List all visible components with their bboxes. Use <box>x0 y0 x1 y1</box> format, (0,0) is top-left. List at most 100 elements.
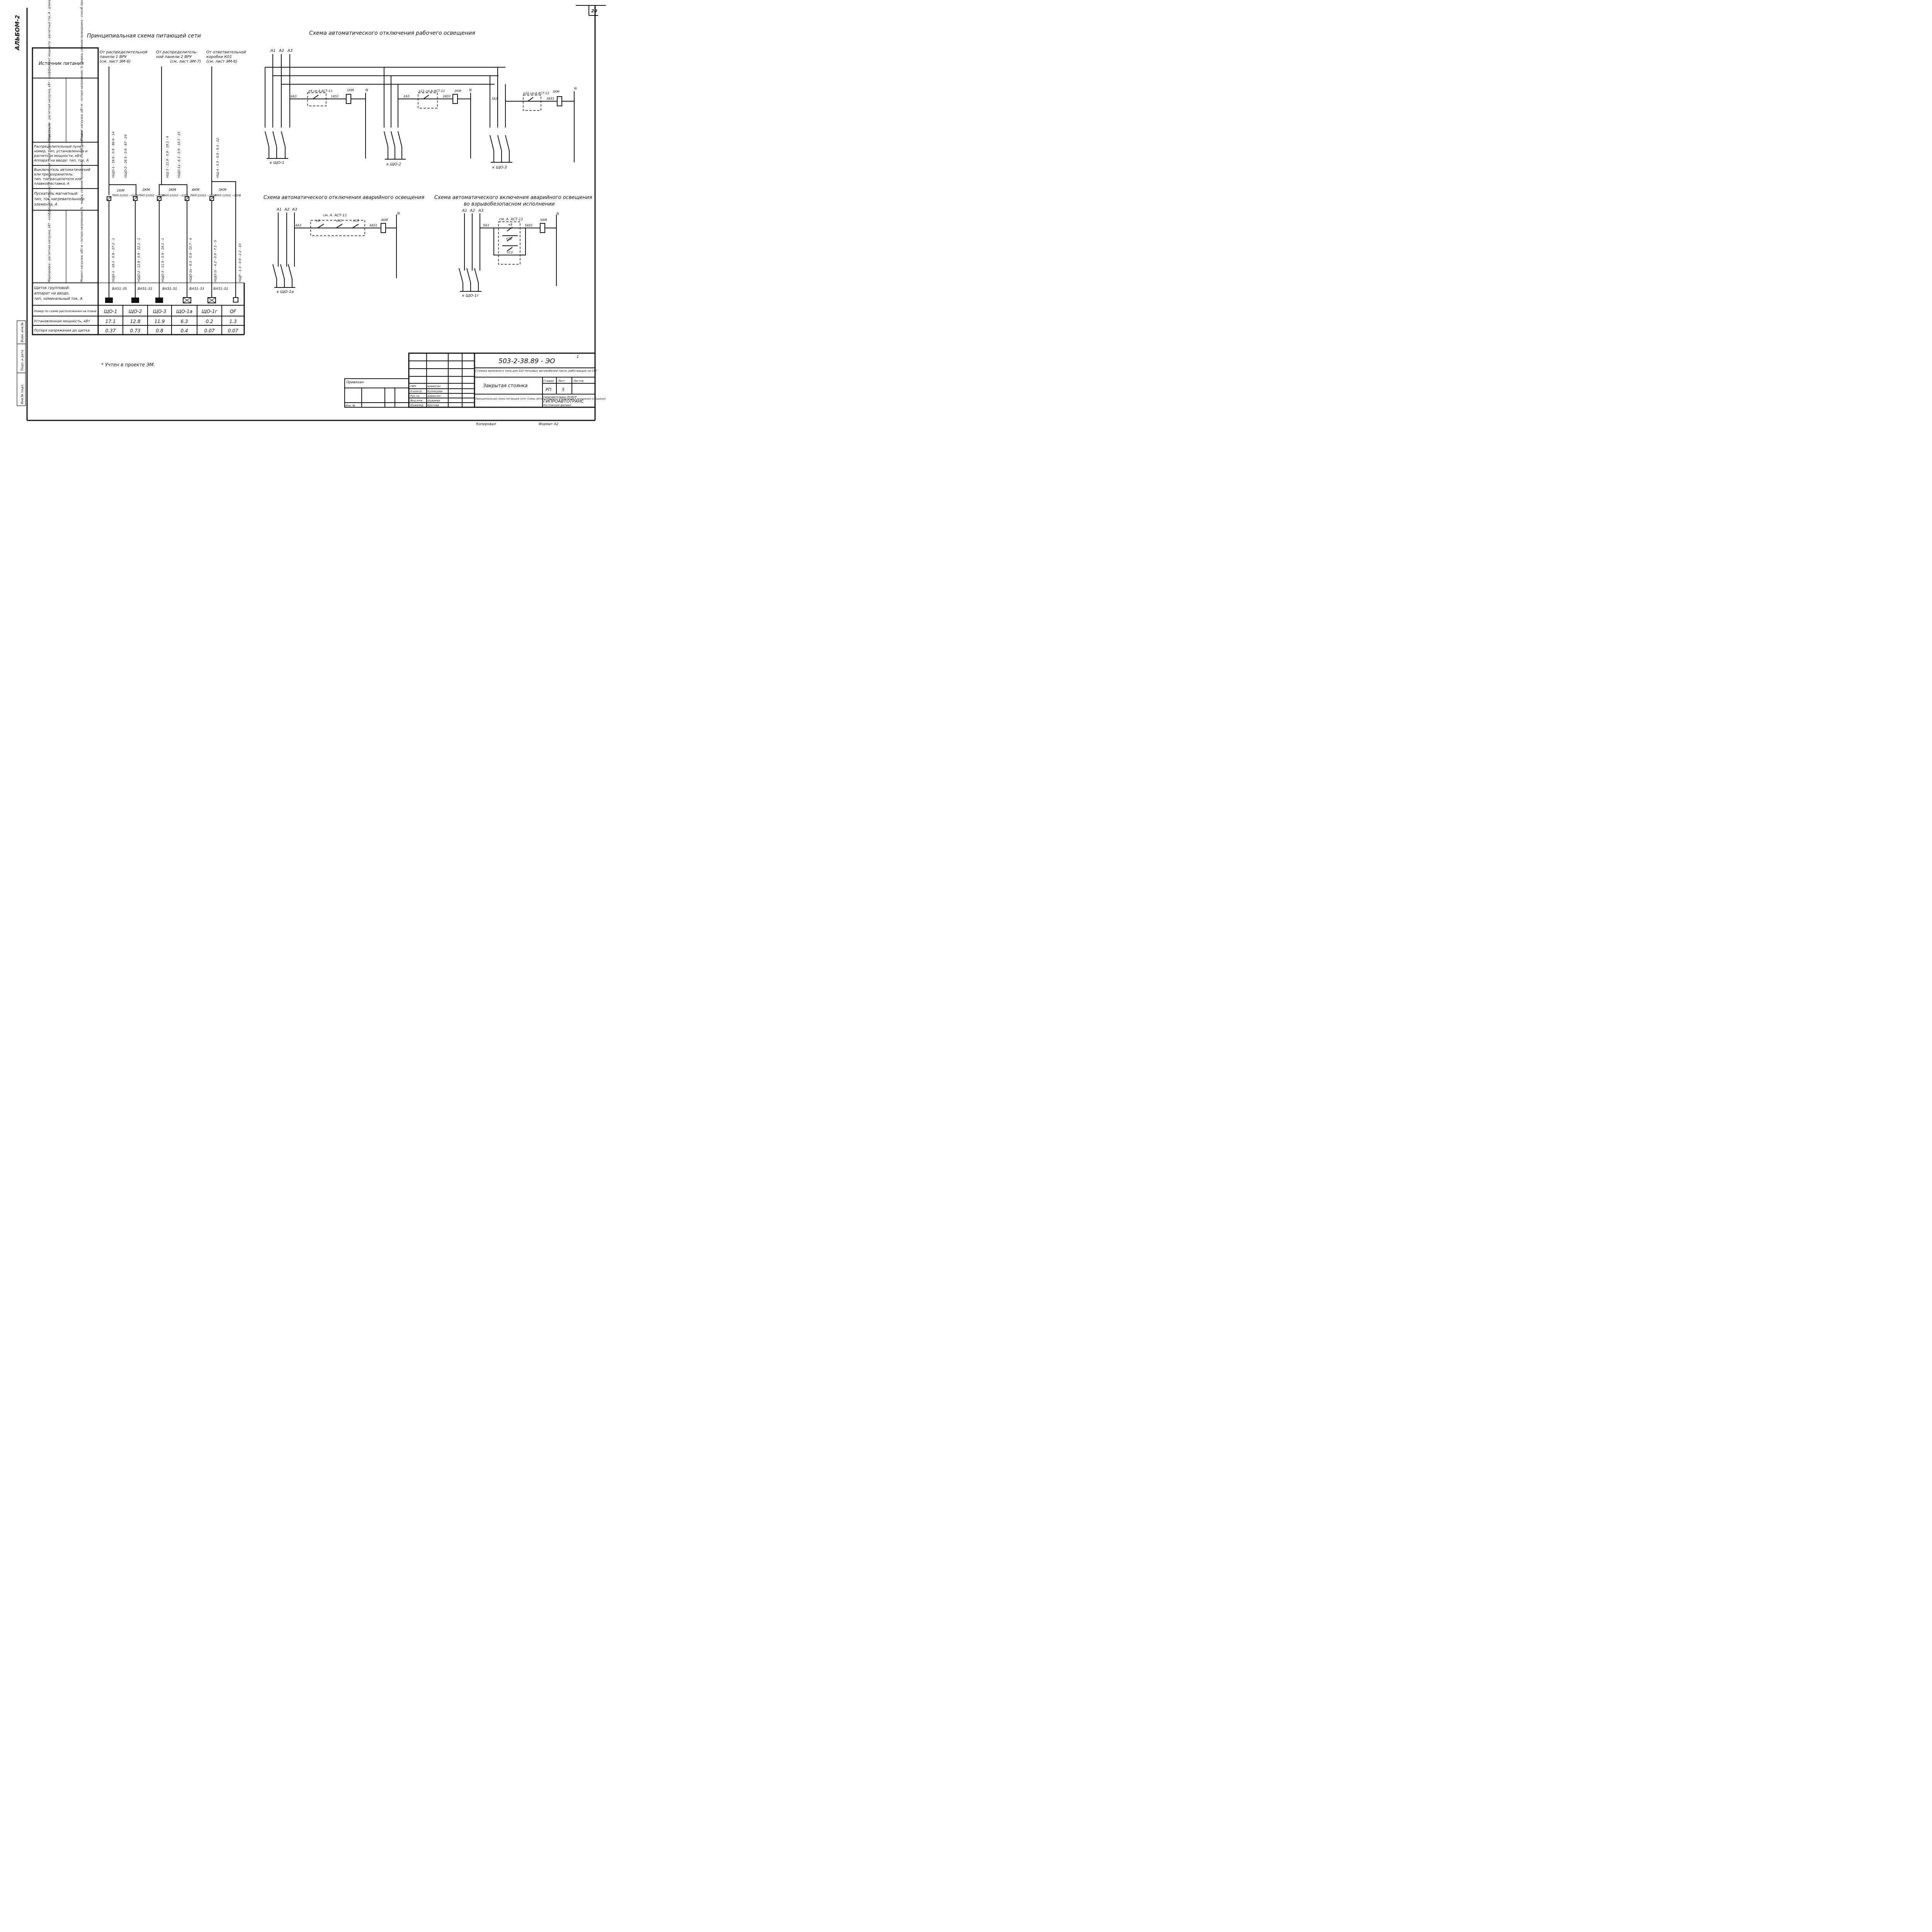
breaker-label: ВА51-31 <box>213 287 228 291</box>
stamp-sign: Подп. и дата <box>20 350 24 371</box>
contactor-label: 4КМ <box>192 188 199 192</box>
panel-cell: ЩО-1г <box>202 309 218 314</box>
relay-label: см. А. АСТ-11 <box>323 214 347 218</box>
loss-cell: 0.73 <box>130 328 141 333</box>
sheet-value: 5 <box>562 387 565 392</box>
row-moment-lower: Момент нагрузки, кВт·м - потеря напряжен… <box>80 130 83 282</box>
person: Шуваева <box>427 399 440 402</box>
breaker-label: 4А51 <box>369 224 378 227</box>
panel-symbol-filled <box>131 298 139 303</box>
coil-label: 3КМ <box>553 90 560 94</box>
power-cell: 0.2 <box>206 319 213 324</box>
drawing-code: 503-2-38.89 - ЭО <box>498 357 555 365</box>
contactor-type: ПМЛ-11002 ~220В <box>215 194 241 197</box>
power-cell: 17.1 <box>105 319 116 324</box>
panel-symbol-filled <box>105 298 113 303</box>
breaker-label: 3А51 <box>546 97 554 100</box>
lower-cable-label: НЩО-3 - 11.9 - 0.9 - 19.1 - 1 <box>161 238 165 282</box>
panel-cell: QF <box>230 309 236 314</box>
feed-label: 3А3 <box>492 97 498 100</box>
lower-cable-label: НЩО-1 - 18.1 - 0.9 - 27.2 - 1 <box>112 238 115 282</box>
phase-label: А3 <box>287 49 293 53</box>
relay-label: к10 см.А.АСТ-11 <box>523 92 549 95</box>
loss-cell: 0.07 <box>228 328 238 333</box>
copied-by: Копировал <box>476 422 496 426</box>
contactor-label: 2КМ <box>142 188 150 192</box>
panel-label: к ЩО-3 <box>492 165 507 170</box>
upper-cable-label: НЩО-2 - 26.5 - 0.9 - 87 - 24 <box>124 134 128 178</box>
power-cell: 12.8 <box>130 319 141 324</box>
coil-label: 4КМ <box>381 218 388 222</box>
row-marking-lower: Маркировка - расчетная нагрузка, кВт - к… <box>48 124 51 282</box>
emergency-on-scheme: А1 А2 А3 5А3 см. А. АСТ-11 к9 к11 к13 5А… <box>459 209 559 298</box>
switch-group <box>384 131 406 160</box>
sheets-header: Листов <box>573 379 583 383</box>
sheet-number: 1 <box>577 355 579 359</box>
neutral-label: N <box>574 87 577 91</box>
panel-symbol-crossed <box>183 297 191 303</box>
row-plan-number: Номер по схеме расположения на плане <box>34 310 97 313</box>
feed-label: 4А3 <box>295 224 301 227</box>
stamp-inv: Инв.№ подл. <box>20 384 24 404</box>
phase-label: А3 <box>478 209 483 213</box>
row-installed-power: Установленная мощность, кВт <box>34 320 90 323</box>
panel-cell: ЩО-1 <box>104 309 117 314</box>
stamp-replace: Взам. инв.№ <box>20 322 24 342</box>
contact-label: к11 <box>336 219 342 223</box>
contact-label: к9 <box>509 223 512 226</box>
title-power-scheme: Принципиальная схема питающей сети <box>87 33 201 39</box>
breaker-label: ВА51-31 <box>138 287 152 291</box>
contactor-type: ПМЛ-21002 ~220В <box>112 194 138 197</box>
neutral-label: N <box>556 212 559 216</box>
work-light-scheme: А1 А2 А3 6А3 к9 см.А.АСТ-11 1А51 1КМ N <box>265 49 577 170</box>
album-label: АЛЬБОМ-2 <box>14 15 21 51</box>
contactor-row <box>107 196 214 201</box>
title-emerg-light-on-2: во взрывобезопасном исполнении <box>464 201 555 207</box>
breaker-label: 1А51 <box>331 95 339 98</box>
panel-cell: ЩО-3 <box>153 309 167 314</box>
upper-cable-label: НЩ-4 - 5.5 - 0.9 - 9.3 - 12 <box>216 138 219 178</box>
panel-label: к ЩО-1г <box>462 294 479 298</box>
panel-symbol-small <box>233 297 238 303</box>
phase-label: А2 <box>279 49 284 53</box>
loss-cell: 0.07 <box>204 328 215 333</box>
breaker-label: ВА51-33 <box>189 287 204 291</box>
phase-label: А2 <box>469 209 475 213</box>
panel-label: к ЩО-1 <box>270 161 284 165</box>
inv-label: Инв. № <box>345 404 355 407</box>
lower-cable-label: НЩО-1г - 4.2 - 0.9 - 7.1 - 5 <box>214 240 217 282</box>
row-distribution: Распределительный пункт: номер, тип, уст… <box>34 145 89 163</box>
project-description: Стоянка манежного типа для 310 легковых … <box>475 369 597 372</box>
coil-label: 2КМ <box>454 89 461 93</box>
phase-label: А3 <box>292 207 297 212</box>
sheet-header: Лист <box>558 379 565 383</box>
panel-symbol-crossed <box>207 297 216 303</box>
contact-label: к13 <box>507 251 513 254</box>
footnote: * Учтен в проекте ЭМ. <box>101 362 155 367</box>
neutral-label: N <box>397 212 400 216</box>
title-work-light-off: Схема автоматического отключения рабочег… <box>309 30 475 36</box>
breaker-label: ВА51-31 <box>162 287 177 291</box>
person: Кузнецова <box>427 390 442 393</box>
contactor-type: ПМЛ-21002 ~220В <box>138 194 165 197</box>
role: Инженер <box>410 404 423 407</box>
coil-label: 5КМ <box>540 218 547 222</box>
lower-cable-label: НЩР - 1.3 - 0.9 - 2.2 - 10 <box>238 243 242 282</box>
power-cell: 6.3 <box>180 319 188 324</box>
panel-symbol-filled <box>155 298 163 303</box>
title-emerg-light-off: Схема автоматического отключения аварийн… <box>264 195 424 201</box>
stage-header: Стадия <box>543 379 554 383</box>
title-block: Привязан Инв. № 503-2-38.89 - ЭО 1 Стоян… <box>344 352 605 408</box>
relay-label: к9 см.А.АСТ-11 <box>308 89 332 93</box>
lower-cable-label: НЩО-2 - 12.8 - 0.9 - 22.1 - 1 <box>137 238 141 282</box>
upper-cable-label: НЩО-1 - 18.6 - 0.9 - 86.9 - 14 <box>112 132 115 178</box>
loss-cell: 0.8 <box>156 328 163 333</box>
org-name-1: Гипроавтотранс РСФСР <box>543 396 577 399</box>
switch-group <box>490 135 512 163</box>
row-breaker: Выключатель автоматический или предохран… <box>34 168 91 186</box>
relay-label: см. А. АСТ-11 <box>499 218 523 221</box>
loss-cell: 0.37 <box>105 328 116 333</box>
role: Рук.гр. <box>410 395 420 398</box>
switch-group <box>272 264 295 288</box>
